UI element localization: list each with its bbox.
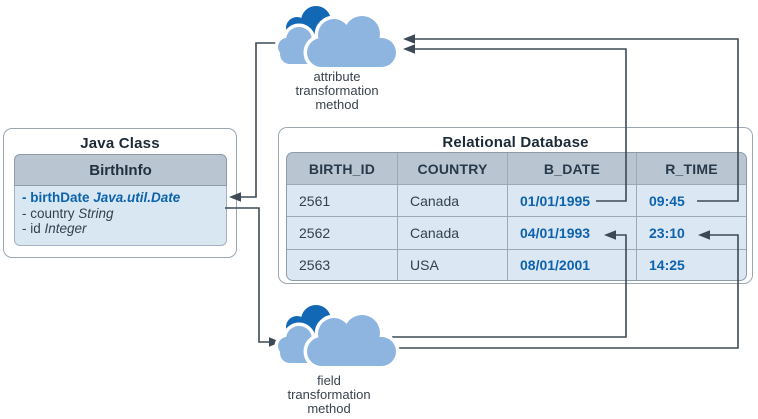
arrowhead-right (269, 337, 281, 347)
table-cell-b-date: 01/01/1995 (508, 185, 636, 216)
uml-class-box: BirthInfo - birthDate Java.util.Date - c… (14, 154, 227, 246)
attribute-name: - birthDate (22, 190, 94, 205)
relational-database-panel: Relational Database BIRTH_ID COUNTRY B_D… (278, 127, 753, 284)
connector-cloud-to-birthdate (241, 42, 283, 198)
table-cell-birth-id: 2562 (287, 217, 397, 249)
cloud-icon (278, 6, 396, 67)
uml-class-attributes: - birthDate Java.util.Date - country Str… (14, 186, 227, 246)
label-line: field (317, 373, 341, 388)
arrowhead-left (403, 34, 415, 44)
column-header-birth-id: BIRTH_ID (287, 153, 397, 184)
table-cell-b-date: 04/01/1993 (508, 217, 636, 249)
attribute-country: - country String (22, 206, 222, 222)
label-line: method (315, 97, 359, 112)
label-line: attribute (313, 69, 361, 84)
label-line: method (307, 401, 351, 416)
table-cell-country: Canada (398, 217, 507, 249)
attribute-type: Integer (44, 221, 87, 236)
table-cell-country: USA (398, 250, 507, 280)
cloud-icon (278, 305, 396, 366)
java-class-panel: Java Class BirthInfo - birthDate Java.ut… (3, 128, 237, 258)
java-class-panel-title: Java Class (80, 135, 160, 152)
column-header-country: COUNTRY (398, 153, 507, 184)
column-header-b-date: B_DATE (508, 153, 636, 184)
label-line: transformation (295, 83, 379, 98)
table-cell-birth-id: 2561 (287, 185, 397, 216)
attribute-name: - country (22, 205, 79, 221)
table-cell-r-time: 23:10 (637, 217, 746, 249)
attribute-name: - id (22, 221, 45, 236)
table-cell-r-time: 09:45 (637, 185, 746, 216)
attribute-type: String (78, 205, 114, 221)
arrowhead-left (403, 44, 415, 54)
attribute-type: Java.util.Date (93, 190, 181, 205)
table-cell-country: Canada (398, 185, 507, 216)
database-table: BIRTH_ID COUNTRY B_DATE R_TIME 2561 Cana… (286, 152, 747, 281)
label-line: transformation (287, 387, 371, 402)
attribute-transformation-method-label: attribute transformation method (267, 70, 407, 112)
table-cell-birth-id: 2563 (287, 250, 397, 280)
column-header-r-time: R_TIME (637, 153, 746, 184)
attribute-birthdate: - birthDate Java.util.Date (22, 190, 222, 206)
table-cell-r-time: 14:25 (637, 250, 746, 280)
uml-class-name: BirthInfo (14, 154, 227, 186)
database-panel-title: Relational Database (442, 134, 589, 151)
attribute-id: - id Integer (22, 221, 222, 237)
field-transformation-method-label: field transformation method (259, 374, 399, 416)
table-cell-b-date: 08/01/2001 (508, 250, 636, 280)
